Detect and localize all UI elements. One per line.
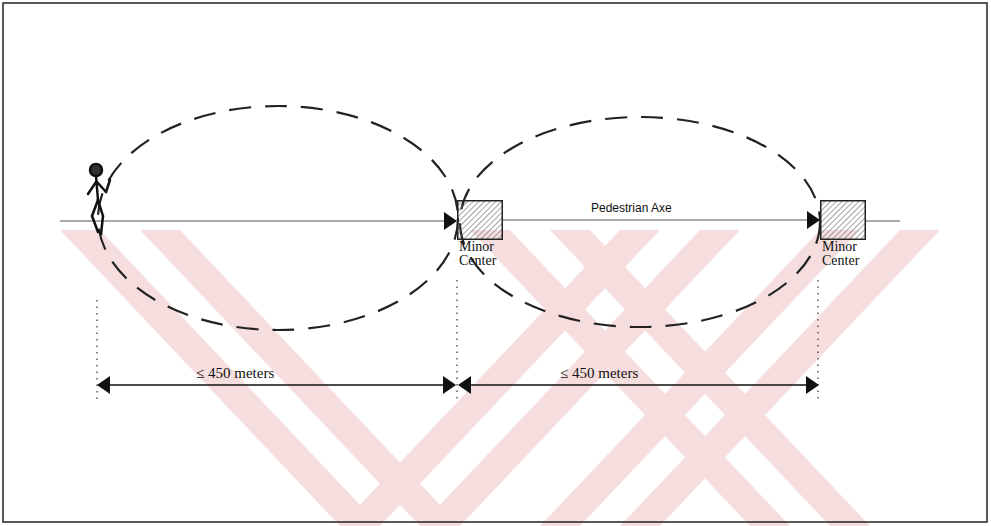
- walking-range: [460, 117, 820, 327]
- frame: [3, 3, 987, 522]
- extension-lines: [97, 280, 818, 400]
- minor-center-node: Minor Center: [820, 200, 866, 240]
- watermark-bands: [60, 230, 940, 526]
- arrow-head: [444, 212, 457, 230]
- dimension-label: ≤ 450 meters: [560, 365, 638, 382]
- pedestrian-figure: [88, 164, 110, 234]
- node-label: Minor Center: [822, 240, 878, 268]
- edge-label: Pedestrian Axe: [589, 201, 674, 215]
- pedestrian-axis: [60, 221, 446, 222]
- dimension-label: ≤ 450 meters: [196, 365, 274, 382]
- hatched-square: [457, 200, 503, 240]
- square-fill: [458, 201, 503, 240]
- arrow-head: [807, 211, 820, 229]
- square-fill: [821, 201, 866, 240]
- walking-range: [98, 106, 458, 330]
- node-label: Minor Center: [459, 240, 515, 268]
- minor-center-node: Minor Center: [457, 200, 503, 240]
- pedestrian-axis: [866, 221, 900, 222]
- hatched-square-outline: [457, 200, 503, 240]
- axis-line: [503, 220, 808, 221]
- hatched-square-outline: [820, 200, 866, 240]
- hatched-square: [820, 200, 866, 240]
